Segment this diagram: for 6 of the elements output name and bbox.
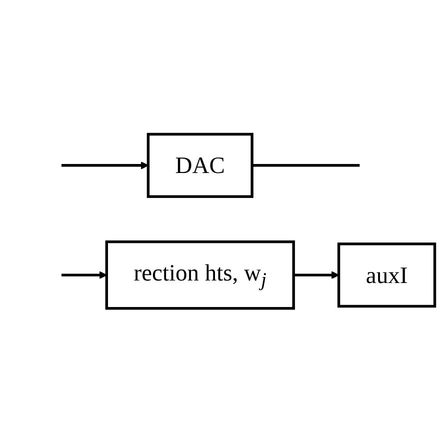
arrow [61,161,149,170]
process-box: rection hts, w$_{j}$ [105,240,295,310]
process-box: auxI [337,242,436,308]
arrow [61,270,107,279]
process-box: DAC [146,132,254,198]
arrow [294,270,340,279]
